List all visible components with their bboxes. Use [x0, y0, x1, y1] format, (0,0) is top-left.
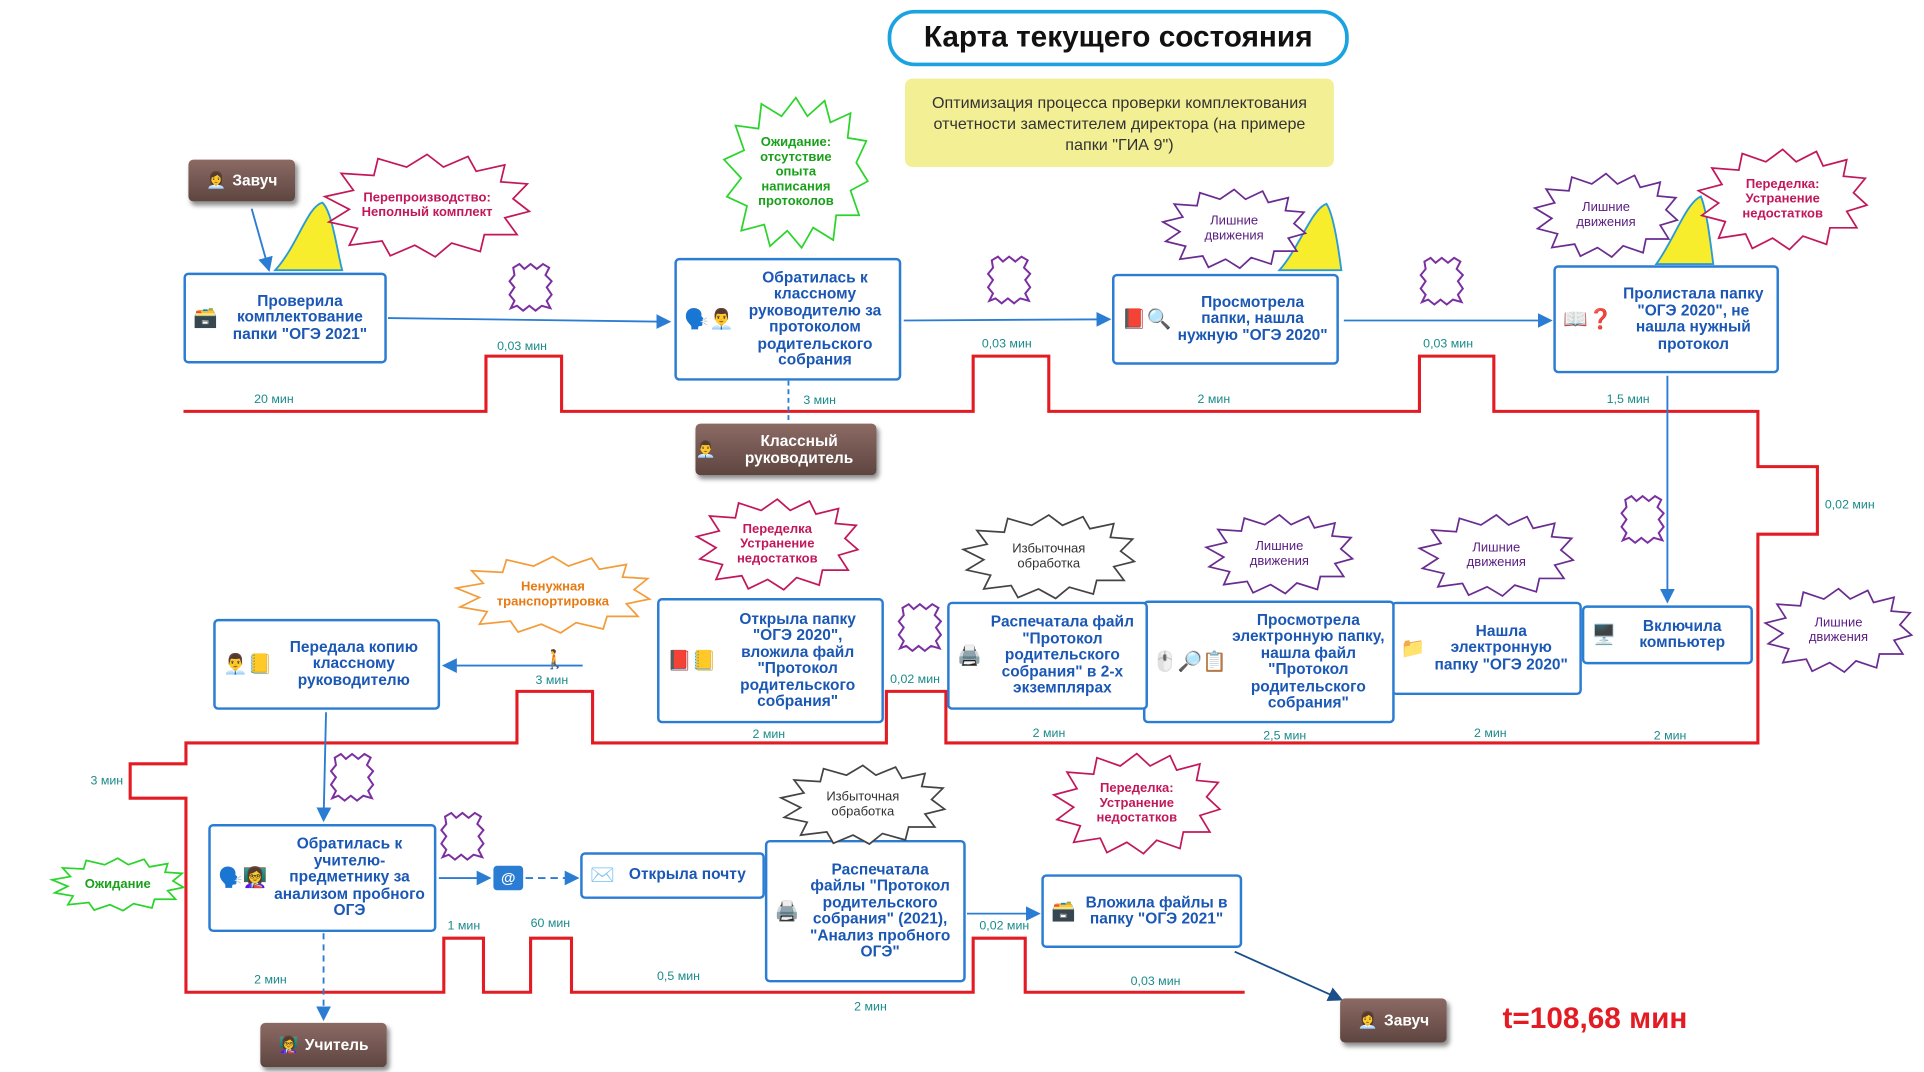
time-label: 0,03 мин	[497, 340, 547, 354]
step-view-folders[interactable]: 📕🔍Просмотрела папки, нашла нужную "ОГЭ 2…	[1112, 273, 1339, 365]
map-title: Карта текущего состояния	[887, 9, 1349, 67]
waste-rework: Переделка Устранение недостатков	[697, 497, 858, 590]
time-label: 0,03 мин	[1130, 975, 1181, 989]
actor-teacher[interactable]: 👩‍🏫Учитель	[260, 1022, 387, 1068]
step-print-files[interactable]: 🖨️Распечатала файлы "Протокол родительск…	[764, 839, 966, 983]
time-label: 60 мин	[530, 917, 571, 931]
inventory-marker	[1620, 494, 1665, 545]
time-label: 2,5 мин	[1263, 729, 1307, 743]
time-label: 1 мин	[447, 919, 481, 934]
folder-icon: 📁	[1400, 638, 1426, 660]
waste-transportation: Ненужная транспортировка	[456, 555, 649, 634]
time-label: 0,02 мин	[979, 919, 1030, 934]
person-icon: 👩‍💼	[1357, 1010, 1378, 1030]
inventory-marker	[986, 255, 1032, 305]
time-label: 0,03 мин	[981, 337, 1032, 352]
time-label: 3 мин	[535, 674, 569, 688]
arrow-zavuch-to-s1	[250, 208, 273, 272]
actor-class-teacher[interactable]: 👨‍💼Классный руководитель	[695, 423, 877, 476]
speaking-icon: 🗣️👩‍🏫	[218, 868, 268, 890]
step-view-e-folder[interactable]: 🖱️🔎📋Просмотрела электронную папку, нашла…	[1143, 600, 1395, 724]
step-attach-file[interactable]: 📕📒Открыла папку "ОГЭ 2020", вложила файл…	[657, 598, 884, 724]
time-label: 2 мин	[1197, 392, 1231, 407]
archive-icon: 🗃️	[193, 308, 219, 330]
step-find-e-folder[interactable]: 📁Нашла электронную папку "ОГЭ 2020"	[1390, 601, 1582, 696]
step-leaf-folder[interactable]: 📖❓Пролистала папку "ОГЭ 2020", не нашла …	[1553, 265, 1779, 374]
step-check-folder[interactable]: 🗃️Проверила комплектование папки "ОГЭ 20…	[183, 272, 387, 364]
actor-zavuch-top[interactable]: 👩‍💼Завуч	[188, 159, 296, 202]
waste-extra-movement: Лишние движения	[1206, 513, 1352, 594]
time-label: 2 мин	[1032, 726, 1066, 741]
person-icon: 👩‍💼	[206, 170, 227, 190]
inventory-marker	[329, 752, 375, 802]
email-icon: @	[493, 865, 524, 891]
time-label: 0,02 мин	[1824, 498, 1875, 513]
time-label: 2 мин	[1474, 726, 1507, 741]
step-give-copy[interactable]: 👨‍💼📒Передала копию классному руководител…	[213, 618, 441, 710]
time-label: 0,5 мин	[657, 970, 701, 984]
step-turn-on-computer[interactable]: 🖥️Включила компьютер	[1581, 605, 1753, 665]
waste-extra-movement: Лишние движения	[1765, 587, 1911, 673]
arrow-s10-s11	[316, 712, 332, 823]
time-label: 2 мин	[1653, 729, 1687, 743]
step-ask-class-teacher[interactable]: 🗣️👨‍💼Обратилась к классному руководителю…	[674, 257, 902, 381]
archive-icon: 🗃️	[1051, 901, 1076, 923]
time-label: 0,03 мин	[1423, 337, 1474, 352]
total-time: t=108,68 мин	[1502, 1002, 1688, 1036]
waste-overprocessing: Избыточная обработка	[963, 513, 1134, 599]
waste-overprocessing: Избыточная обработка	[781, 764, 945, 845]
time-label: 0,02 мин	[890, 672, 940, 687]
person-doc-icon: 👨‍💼📒	[223, 654, 273, 676]
map-subtitle: Оптимизация процесса проверки комплектов…	[904, 78, 1334, 168]
arrow-s14-zavuch	[1234, 950, 1344, 1001]
waste-overproduction: Перепроизводство: Неполный комплект	[325, 152, 530, 258]
time-label: 2 мин	[254, 973, 287, 988]
walking-person-icon: 🚶	[542, 649, 567, 671]
time-label: 3 мин	[90, 774, 124, 789]
waste-extra-movement: Лишние движения	[1419, 513, 1573, 597]
inventory-marker	[1419, 256, 1465, 306]
step-put-files[interactable]: 🗃️Вложила файлы в папку "ОГЭ 2021"	[1041, 874, 1243, 949]
time-label: 1,5 мин	[1606, 392, 1650, 407]
time-label: 2 мин	[854, 1000, 887, 1015]
arrow-s2-s3	[903, 311, 1112, 327]
waste-extra-movement: Лишние движения	[1535, 172, 1678, 258]
inventory-marker	[440, 811, 485, 861]
person-icon: 👨‍💼	[695, 439, 716, 459]
step-ask-subject-teacher[interactable]: 🗣️👩‍🏫Обратилась к учителю-предметнику за…	[208, 823, 437, 933]
actor-zavuch-bottom[interactable]: 👩‍💼Завуч	[1340, 998, 1447, 1043]
time-label: 20 мин	[254, 392, 294, 407]
waste-extra-movement: Лишние движения	[1163, 188, 1306, 269]
computer-icon: 🖥️	[1591, 625, 1617, 646]
search-folder-icon: 📕🔍	[1121, 309, 1172, 331]
inventory-marker	[897, 602, 943, 653]
mouse-search-icon: 🖱️🔎📋	[1152, 652, 1228, 673]
load-peak	[273, 201, 344, 272]
speaking-icon: 🗣️👨‍💼	[684, 309, 734, 331]
arrow-s1-s2	[388, 314, 672, 329]
folder-file-icon: 📕📒	[666, 650, 717, 672]
person-icon: 👩‍🏫	[278, 1035, 299, 1054]
waste-waiting: Ожидание	[52, 857, 183, 911]
step-print-protocol[interactable]: 🖨️Распечатала файл "Протокол родительско…	[947, 601, 1148, 710]
mail-icon: ✉️	[590, 865, 615, 887]
waste-rework: Переделка: Устранение недостатков	[1698, 147, 1867, 250]
waste-rework: Переделка: Устранение недостатков	[1054, 752, 1220, 855]
timeline	[128, 354, 1819, 994]
load-peak	[1654, 195, 1715, 265]
printer-icon: 🖨️	[957, 645, 982, 667]
waste-waiting-protocols: Ожидание: отсутствие опыта написания про…	[724, 95, 868, 250]
step-open-mail[interactable]: ✉️Открыла почту	[580, 852, 765, 899]
time-label: 3 мин	[803, 394, 836, 408]
book-question-icon: 📖❓	[1563, 309, 1613, 331]
printer-icon: 🖨️	[774, 901, 800, 923]
time-label: 2 мин	[752, 728, 786, 742]
load-peak	[1277, 202, 1343, 272]
inventory-marker	[508, 262, 553, 312]
